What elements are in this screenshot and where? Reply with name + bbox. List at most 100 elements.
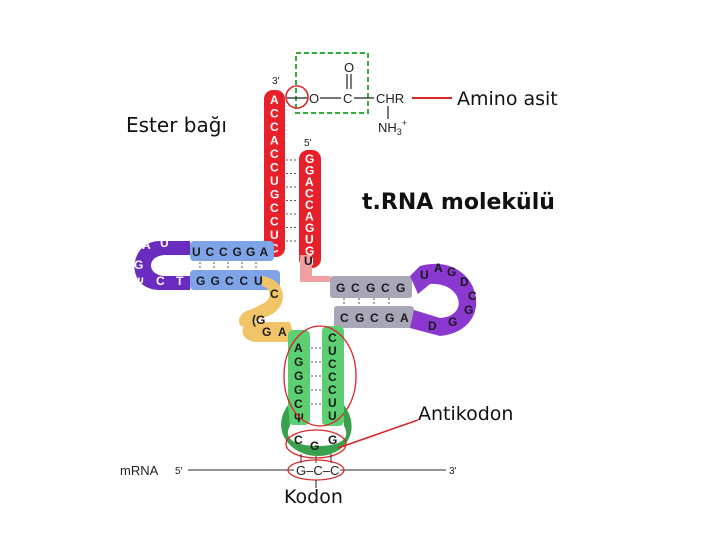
d-arm-bottom-base: G — [211, 274, 220, 288]
anticodon-callout-line — [337, 419, 419, 449]
t-arm-top-base: G — [366, 281, 375, 295]
t-arm-bottom-base: G — [355, 311, 364, 325]
t-loop-base: D — [428, 319, 437, 333]
t-arm-bottom-base: C — [340, 311, 349, 325]
anticodon-right-base: C — [328, 357, 337, 371]
d-arm-top-base: G — [233, 245, 242, 259]
t-arm-top-base: C — [351, 281, 360, 295]
anticodon-right-base: C — [328, 331, 337, 345]
d-arm-bottom-base: C — [240, 274, 249, 288]
acceptor-3prime-base: C — [270, 242, 279, 256]
t-loop-base: G — [448, 315, 457, 329]
variable-base-a: A — [278, 325, 287, 339]
carbonyl-oxygen: O — [344, 60, 354, 75]
ester-bond-label: Ester bağı — [126, 113, 227, 137]
t-loop-base: C — [468, 289, 477, 303]
anticodon-right-base: U — [328, 344, 337, 358]
acceptor-5prime-base: U — [305, 233, 314, 247]
acceptor-stem-5prime — [299, 150, 321, 268]
acceptor-5prime-base: A — [305, 175, 314, 189]
t-loop-base: U — [420, 268, 429, 282]
variable-loop-upper — [238, 276, 283, 327]
acceptor-3prime-base: C — [270, 161, 279, 175]
d-loop-base: T — [176, 274, 184, 288]
d-arm-top-base: G — [246, 245, 255, 259]
acceptor-3prime-base: C — [270, 107, 279, 121]
acceptor-3prime-base: C — [270, 120, 279, 134]
d-arm-top-base: A — [260, 245, 269, 259]
d-arm-bottom-base: G — [196, 274, 205, 288]
anticodon-left-base: A — [294, 341, 303, 355]
acceptor-5prime-base: C — [305, 187, 314, 201]
d-arm-top-base: C — [206, 245, 215, 259]
acceptor-5prime-base: G — [305, 221, 314, 235]
d-arm-top-base: U — [192, 245, 201, 259]
amino-acid-label: Amino asit — [457, 88, 558, 110]
t-arm-top — [330, 276, 412, 298]
t-arm-bottom — [334, 306, 414, 328]
anticodon-left-base: Ψ — [294, 411, 304, 425]
three-prime-label-top: 3' — [272, 76, 280, 87]
carbon-atom: C — [343, 91, 352, 106]
acceptor-3prime-base: U — [270, 228, 279, 242]
anticodon-stem-left — [288, 330, 310, 425]
d-loop-base: Ψ — [134, 275, 144, 289]
d-arm-base-pairs — [199, 262, 257, 270]
anticodon-right-base: C — [328, 370, 337, 384]
acceptor-3prime-base: C — [270, 215, 279, 229]
t-arm-bottom-base: C — [370, 311, 379, 325]
trna-molecule-label: t.RNA molekülü — [362, 190, 555, 215]
variable-base-g2: G — [262, 325, 271, 339]
d-loop-base: U — [160, 236, 169, 250]
acceptor-5prime-base: G — [305, 244, 314, 258]
anticodon-left-base: G — [294, 355, 303, 369]
d-arm-bottom — [190, 270, 280, 290]
acceptor-3prime-base: C — [270, 147, 279, 161]
t-loop-base: G — [447, 265, 456, 279]
anticodon-triplet-base: G — [310, 439, 319, 453]
d-loop-base: G — [134, 258, 143, 272]
t-loop-base: G — [464, 303, 473, 317]
anticodon-left-base: G — [294, 369, 303, 383]
acceptor-3prime-base: A — [270, 93, 279, 107]
t-arm-top-base: C — [381, 281, 390, 295]
d-loop — [134, 241, 190, 290]
t-loop — [410, 263, 477, 336]
connector-segment-t — [300, 255, 330, 282]
d-arm-bottom-base: U — [254, 274, 263, 288]
variable-base-g1: (G — [252, 313, 265, 327]
t-loop-base: A — [434, 261, 443, 275]
mrna-three-prime: 3' — [449, 466, 457, 477]
mrna-five-prime: 5' — [175, 466, 183, 477]
ester-bond-circle — [285, 85, 309, 109]
amino-acid-highlight-box — [295, 52, 369, 114]
connector-base-u: U — [304, 254, 313, 268]
t-arm-bottom-base: A — [400, 311, 409, 325]
acceptor-base-pairs — [286, 159, 298, 242]
five-prime-label-top: 5' — [304, 138, 312, 149]
acceptor-5prime-base: C — [305, 198, 314, 212]
d-loop-base: A — [142, 238, 151, 252]
anticodon-arm-outline — [283, 325, 357, 427]
t-arm-top-base: G — [396, 281, 405, 295]
d-arm-bottom-base: C — [225, 274, 234, 288]
d-loop-base: C — [156, 274, 165, 288]
anticodon-base-pairs — [311, 347, 321, 405]
anticodon-stem-right — [322, 326, 344, 426]
acceptor-3prime-base: G — [270, 188, 279, 202]
anticodon-right-base: U — [328, 396, 337, 410]
anticodon-label: Antikodon — [418, 403, 513, 425]
acceptor-5prime-base: G — [305, 152, 314, 166]
codon-label: Kodon — [284, 486, 343, 508]
